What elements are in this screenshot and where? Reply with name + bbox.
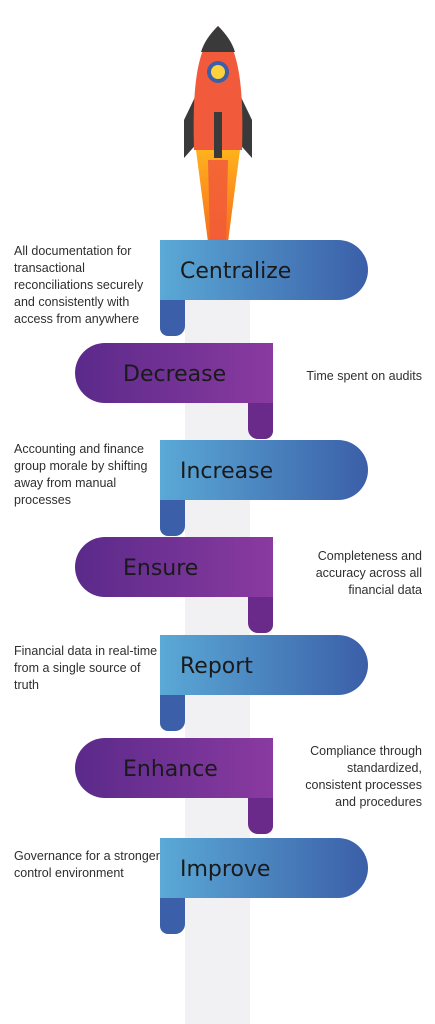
ribbon-fold-7 [160, 894, 185, 934]
ribbon-fold-6 [248, 794, 273, 834]
ribbon-band-7 [160, 838, 368, 898]
ribbon-fold-4 [248, 593, 273, 633]
ribbon-fold-5 [160, 691, 185, 731]
ribbon-band-4 [75, 537, 273, 597]
ribbon-label-3: Increase [180, 459, 273, 484]
step-description-4: Completeness and accuracy across all fin… [315, 549, 422, 597]
step-description-3: Accounting and finance group morale by s… [14, 442, 148, 507]
rocket-nose [201, 26, 235, 52]
ribbon-step-5: Report [160, 635, 368, 731]
ribbon-step-3: Increase [160, 440, 368, 536]
ribbon-step-6: Enhance [75, 738, 273, 834]
ribbon-fold-1 [160, 296, 185, 336]
ribbon-label-5: Report [180, 654, 253, 679]
ribbon-step-1: Centralize [160, 240, 368, 336]
rocket-icon [184, 26, 252, 242]
ribbon-band-6 [75, 738, 273, 798]
step-description-6: Compliance through standardized, consist… [305, 744, 422, 809]
ribbon-band-1 [160, 240, 368, 300]
ribbon-fold-3 [160, 496, 185, 536]
step-description-5: Financial data in real-time from a singl… [14, 644, 158, 692]
rocket-fin-center [214, 112, 222, 158]
ribbon-step-4: Ensure [75, 537, 273, 633]
ribbon-fold-2 [248, 399, 273, 439]
step-description-2: Time spent on audits [306, 369, 422, 383]
ribbon-label-1: Centralize [180, 259, 291, 284]
ribbon-label-7: Improve [180, 857, 270, 882]
ribbon-label-2: Decrease [123, 362, 226, 387]
ribbon-step-2: Decrease [75, 343, 273, 439]
ribbon-band-3 [160, 440, 368, 500]
rocket-body [193, 26, 243, 150]
ribbon-band-5 [160, 635, 368, 695]
ribbon-label-6: Enhance [123, 757, 218, 782]
ribbon-band-2 [75, 343, 273, 403]
step-description-7: Governance for a stronger control enviro… [14, 849, 160, 880]
ribbon-label-4: Ensure [123, 556, 198, 581]
ribbon-steps: CentralizeDecreaseIncreaseEnsureReportEn… [75, 240, 368, 934]
step-description-1: All documentation for transactional reco… [14, 244, 144, 326]
ribbon-step-7: Improve [160, 838, 368, 934]
